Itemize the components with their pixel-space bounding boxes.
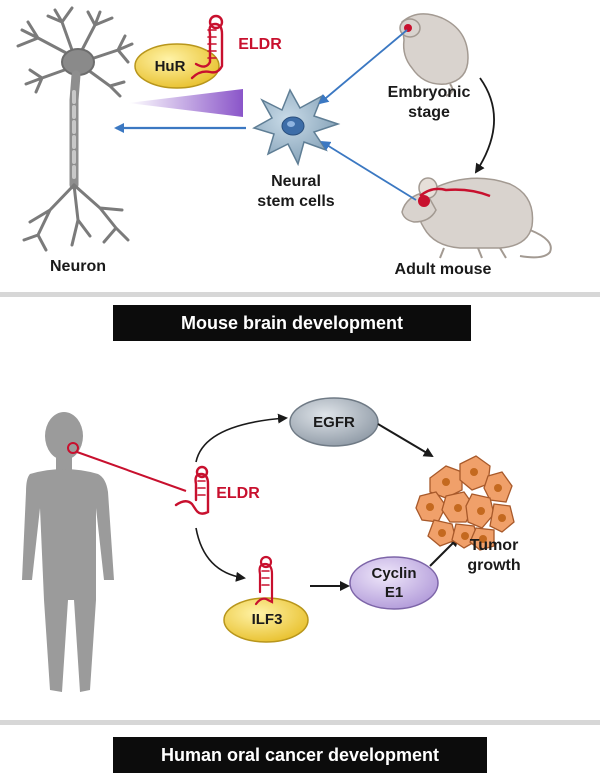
mouse-banner: Mouse brain development bbox=[113, 305, 471, 341]
cyclin-label-1: Cyclin bbox=[371, 565, 417, 582]
hur-protein-icon bbox=[134, 43, 220, 89]
arrow-egfr-to-tumor bbox=[377, 423, 434, 458]
rna-hairpin-icon bbox=[190, 14, 224, 80]
mouth-to-eldr-line bbox=[76, 451, 187, 492]
eldr-label-top: ELDR bbox=[238, 36, 282, 53]
egfr-label: EGFR bbox=[313, 414, 355, 431]
arrow-eldr-to-egfr bbox=[195, 413, 288, 463]
cyclin-label-2: E1 bbox=[384, 584, 404, 601]
arrow-cyclin-to-tumor bbox=[429, 536, 460, 567]
neuron-label: Neuron bbox=[50, 258, 106, 275]
eldr-label-bottom: ELDR bbox=[216, 485, 260, 502]
arrow-embryo-to-stemcells bbox=[318, 29, 408, 105]
arrow-adult-to-stemcells bbox=[320, 140, 417, 201]
tumor-nuclei bbox=[426, 468, 506, 543]
tumor-label-1: Tumor bbox=[469, 537, 519, 554]
arrow-eldr-to-ilf3 bbox=[195, 527, 246, 582]
arrow-embryo-to-adult bbox=[474, 77, 495, 174]
hur-label: HuR bbox=[154, 58, 186, 75]
top-divider bbox=[0, 292, 600, 297]
tumor-label-2: growth bbox=[467, 557, 521, 574]
human-banner: Human oral cancer development bbox=[113, 737, 487, 773]
adult-mouse-icon bbox=[401, 177, 552, 259]
embryonic-label-2: stage bbox=[408, 104, 450, 121]
bottom-divider bbox=[0, 720, 600, 725]
expression-gradient-wedge bbox=[128, 89, 243, 117]
rna-hairpin-icon bbox=[174, 465, 210, 515]
human-silhouette-icon bbox=[22, 412, 114, 692]
neuron-icon bbox=[16, 6, 134, 252]
stem-cells-label-1: Neural bbox=[271, 173, 321, 190]
embryo-mouse-icon bbox=[399, 13, 469, 97]
stem-cell-icon bbox=[252, 88, 341, 167]
mouth-marker bbox=[67, 442, 79, 454]
cyclin-e1-node bbox=[349, 556, 439, 610]
embryonic-label-1: Embryonic bbox=[387, 84, 471, 101]
ilf3-label: ILF3 bbox=[251, 611, 283, 628]
rna-hairpin-icon bbox=[254, 555, 274, 606]
egfr-node bbox=[289, 397, 379, 447]
stem-cells-label-2: stem cells bbox=[257, 193, 335, 210]
adult-mouse-label: Adult mouse bbox=[394, 261, 492, 278]
